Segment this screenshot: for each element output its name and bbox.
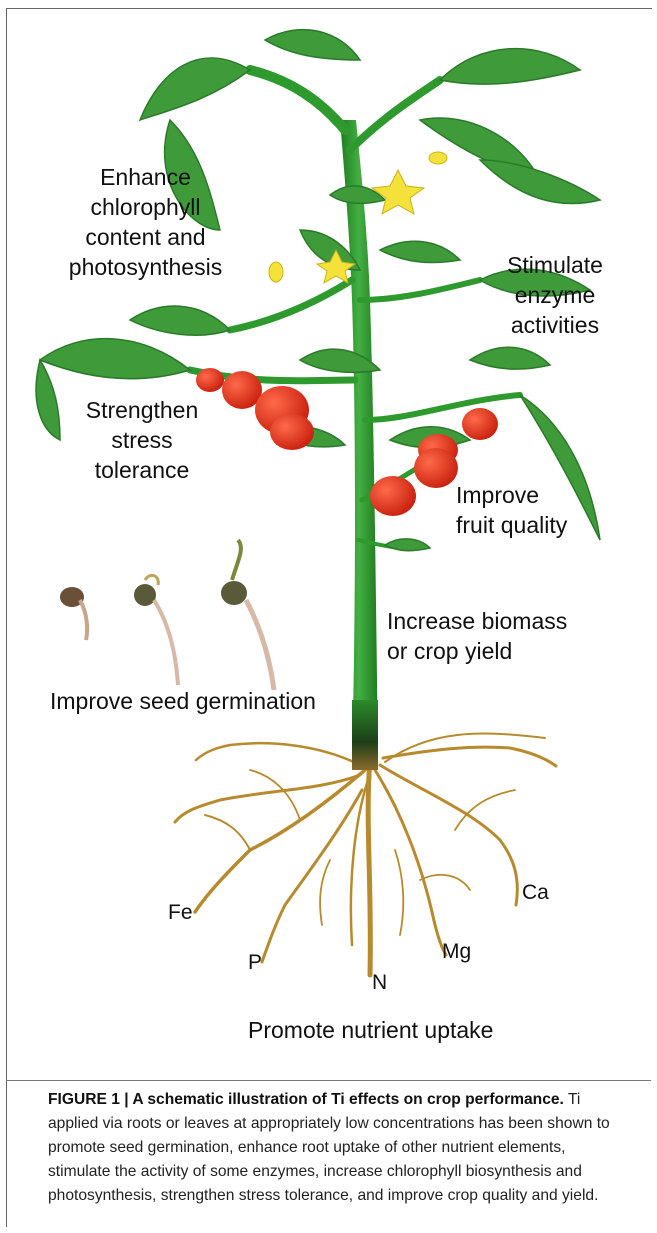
seedling-3 [221,540,274,690]
label-biomass: Increase biomass or crop yield [387,606,617,666]
fruits [196,368,498,516]
nutrient-fe: Fe [168,901,193,925]
figure-caption: FIGURE 1 | A schematic illustration of T… [48,1088,628,1208]
main-stem [340,120,378,760]
label-fruit: Improve fruit quality [456,480,626,540]
label-chlorophyll: Enhance chlorophyll content and photosyn… [58,162,233,282]
seedling-1 [60,587,87,640]
nutrient-ca: Ca [522,881,549,905]
stem-base [352,700,378,770]
seedlings [60,540,274,690]
label-enzyme: Stimulate enzyme activities [490,250,620,340]
caption-title: FIGURE 1 | A schematic illustration of T… [48,1091,564,1108]
caption-divider [6,1080,651,1081]
label-nutrient: Promote nutrient uptake [248,1015,548,1045]
nutrient-mg: Mg [442,940,471,964]
nutrient-n: N [372,971,387,995]
seedling-2 [134,575,178,685]
label-stress: Strengthen stress tolerance [72,395,212,485]
nutrient-p: P [248,951,262,975]
label-germination: Improve seed germination [50,686,350,716]
